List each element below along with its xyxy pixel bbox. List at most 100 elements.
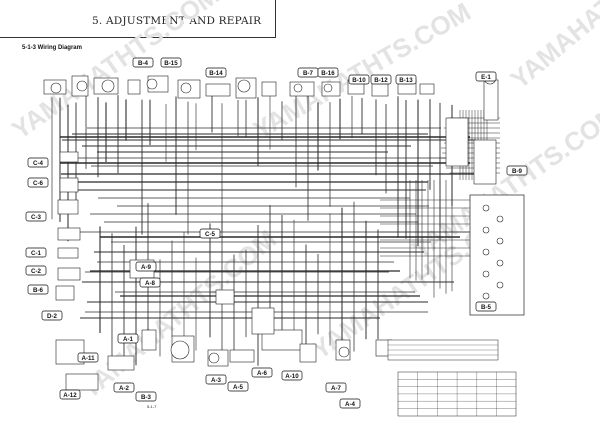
sensor-symbol xyxy=(338,346,350,358)
connector-label: B-4 xyxy=(138,60,149,67)
sensor-symbol xyxy=(208,352,220,364)
handlebar-switch xyxy=(59,177,79,193)
connector-label-box xyxy=(59,389,81,400)
switch-symbol xyxy=(50,82,62,94)
connector-label-box xyxy=(77,352,99,363)
connector-label-box xyxy=(251,367,273,378)
connector-label: B-9 xyxy=(512,168,523,175)
connector-label: B-5 xyxy=(481,304,492,311)
connector-label: B-10 xyxy=(352,77,366,84)
switch-symbol xyxy=(293,83,303,93)
connector-label: B-13 xyxy=(399,77,413,84)
electrical-component xyxy=(299,343,317,363)
connector-label-box xyxy=(139,277,161,288)
connector-label-box xyxy=(205,67,227,78)
connector-label: C-3 xyxy=(31,214,42,221)
meter-panel xyxy=(469,194,525,316)
electrical-component xyxy=(261,329,303,351)
connector-label-box xyxy=(27,284,49,295)
connector-label-box xyxy=(325,382,347,393)
connector-label-box xyxy=(227,381,249,392)
connector-label: E-1 xyxy=(481,74,491,81)
connector-label-box xyxy=(395,74,417,85)
connector-label: B-15 xyxy=(164,60,178,67)
electrical-component xyxy=(251,307,275,335)
connector-label: B-16 xyxy=(321,70,335,77)
electrical-component xyxy=(215,289,235,305)
switch-connector xyxy=(127,79,141,95)
connector-label-box xyxy=(199,228,221,239)
connector-label-box xyxy=(205,374,227,385)
section-label: 5-1-3 Wiring Diagram xyxy=(22,45,82,51)
indicator-lamp xyxy=(496,281,504,289)
switch-symbol xyxy=(237,79,251,93)
reference-label: 5-1-7 xyxy=(147,404,157,409)
electrical-component xyxy=(65,373,99,391)
starter-switch xyxy=(483,79,499,121)
header-title-box xyxy=(0,0,276,38)
connector-label: C-1 xyxy=(31,250,42,257)
connector-label-box xyxy=(25,247,47,258)
indicator-lamp xyxy=(482,226,490,234)
page-header: 5. ADJUSTMENT AND REPAIR xyxy=(0,0,600,44)
multi-connector-block xyxy=(445,117,469,167)
page-title: 5. ADJUSTMENT AND REPAIR xyxy=(92,15,262,27)
connector-label: A-1 xyxy=(123,336,134,343)
handlebar-switch xyxy=(57,227,81,241)
indicator-lamp xyxy=(482,270,490,278)
connector-label-box xyxy=(281,370,303,381)
switch-connector xyxy=(419,83,435,95)
connector-label: B-12 xyxy=(374,77,388,84)
connector-label-box xyxy=(317,67,339,78)
watermark-text: YAMAHATHTS.COM xyxy=(505,0,600,95)
switch-symbol xyxy=(180,82,192,94)
switch-symbol xyxy=(146,78,158,90)
connector-label: A-7 xyxy=(331,385,342,392)
connector-label: B-14 xyxy=(209,70,223,77)
connector-label-box xyxy=(348,74,370,85)
connector-label: A-4 xyxy=(345,401,356,408)
connector-label: B-6 xyxy=(33,287,44,294)
connector-label: A-9 xyxy=(141,264,152,271)
connector-label-box xyxy=(339,398,361,409)
multi-connector-block xyxy=(473,139,497,185)
electrical-component xyxy=(107,355,135,371)
connector-label: C-6 xyxy=(33,180,44,187)
connector-label-box xyxy=(113,382,135,393)
handlebar-switch xyxy=(57,267,81,281)
connector-label-box xyxy=(41,310,63,321)
electrical-component xyxy=(141,329,157,351)
switch-symbol xyxy=(76,80,88,92)
connector-label-box xyxy=(135,261,157,272)
watermark-text: YAMAHATHTS.COM xyxy=(75,224,282,405)
switch-symbol xyxy=(323,83,333,93)
handlebar-switch xyxy=(59,151,79,163)
connector-label-box xyxy=(27,157,49,168)
connector-label-box xyxy=(506,165,528,176)
switch-connector xyxy=(261,81,277,97)
connector-label-box xyxy=(370,74,392,85)
indicator-lamp xyxy=(482,204,490,212)
handlebar-switch xyxy=(57,199,79,215)
watermark-text: YAMAHATHTS.COM xyxy=(6,0,224,145)
connector-label: C-5 xyxy=(205,231,216,238)
connector-label: A-12 xyxy=(63,392,77,399)
connector-label: D-2 xyxy=(47,313,58,320)
indicator-lamp xyxy=(482,248,490,256)
connector-label-box xyxy=(475,301,497,312)
connector-label: A-3 xyxy=(211,377,222,384)
indicator-lamp xyxy=(482,292,490,300)
indicator-lamp xyxy=(496,259,504,267)
connector-label-box xyxy=(160,57,182,68)
connector-label-box xyxy=(25,265,47,276)
handlebar-switch xyxy=(57,247,79,259)
connector-label: A-11 xyxy=(81,355,95,362)
connector-label: A-2 xyxy=(119,385,130,392)
connector-label: C-2 xyxy=(31,268,42,275)
connector-label-box xyxy=(475,71,497,82)
handlebar-switch xyxy=(55,285,75,301)
connector-label: A-5 xyxy=(233,384,244,391)
connector-label-box xyxy=(117,333,139,344)
